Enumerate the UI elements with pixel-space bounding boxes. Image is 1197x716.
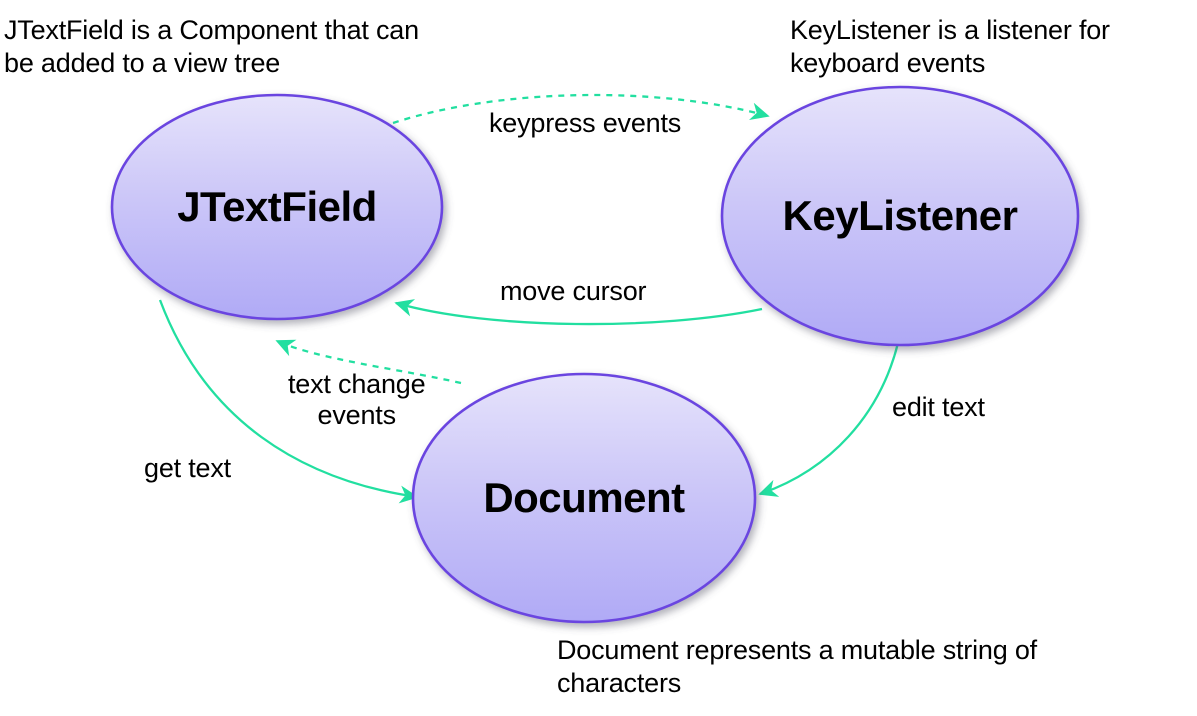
edge-get-text-path xyxy=(158,299,419,504)
node-keylistener[interactable] xyxy=(720,85,1080,347)
edge-move-cursor-path xyxy=(394,299,763,326)
node-layer xyxy=(110,85,1080,624)
caption-document: Document represents a mutable string of … xyxy=(557,635,1037,698)
edge-layer xyxy=(158,93,900,504)
edge-text-change-events-path xyxy=(275,339,462,385)
caption-keylistener: KeyListener is a listener for keyboard e… xyxy=(790,15,1110,78)
edge-edit-text-path xyxy=(758,342,900,497)
caption-jtextfield: JTextField is a Component that can be ad… xyxy=(4,15,419,78)
node-jtextfield[interactable] xyxy=(110,93,444,321)
node-document[interactable] xyxy=(411,372,757,624)
edge-keypress-events-path xyxy=(392,93,770,125)
